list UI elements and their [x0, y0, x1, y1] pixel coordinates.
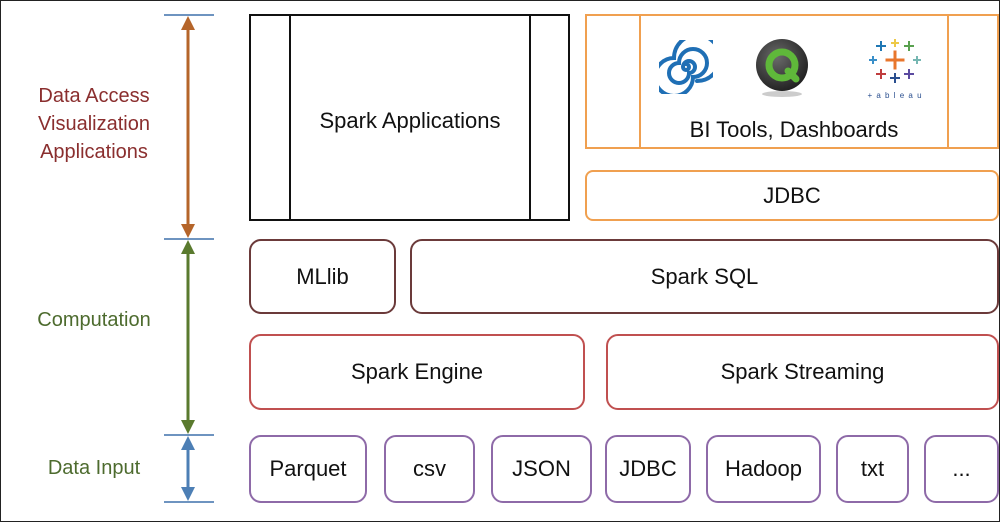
- layer-ticks: [164, 14, 214, 503]
- input-label: txt: [860, 456, 885, 481]
- layer-label-data-input: Data Input: [47, 457, 141, 479]
- layer-label-computation: Computation: [37, 309, 151, 331]
- bi-tools-label: BI Tools, Dashboards: [689, 117, 899, 142]
- layer-label-line: Data Access: [38, 85, 150, 107]
- input-label: Parquet: [269, 456, 347, 481]
- tableau-wordmark: + a b l e a u: [867, 91, 923, 100]
- input-box-csv: csv: [384, 435, 475, 503]
- spark-applications-divider-right: [529, 16, 531, 219]
- input-box-parquet: Parquet: [249, 435, 367, 503]
- computation-arrow: [181, 240, 195, 434]
- mllib-box: MLlib: [249, 239, 396, 314]
- spark-applications-label: Spark Applications: [319, 108, 501, 133]
- bi-tools-divider-left: [639, 16, 641, 147]
- layer-label-line: Visualization: [38, 113, 150, 135]
- input-box-hadoop: Hadoop: [706, 435, 821, 503]
- input-label: Hadoop: [724, 456, 803, 481]
- input-box-txt: txt: [836, 435, 909, 503]
- spark-streaming-label: Spark Streaming: [720, 359, 885, 384]
- input-box-jdbc: JDBC: [605, 435, 691, 503]
- layer-label-data-access: Data Access Visualization Applications: [8, 82, 180, 166]
- input-label: csv: [413, 456, 446, 481]
- jdbc-access-box: JDBC: [585, 170, 999, 221]
- mllib-label: MLlib: [296, 263, 349, 289]
- spark-sql-label: Spark SQL: [650, 263, 759, 289]
- tableau-logo-icon: + a b l e a u: [865, 38, 925, 100]
- bi-tools-divider-right: [947, 16, 949, 147]
- jdbc-access-label: JDBC: [763, 182, 821, 208]
- qlik-logo-icon: [751, 36, 813, 98]
- spark-applications-divider-left: [289, 16, 291, 219]
- input-arrow: [181, 436, 195, 501]
- bi-tools-box: + a b l e a u BI Tools, Dashboards: [585, 14, 999, 149]
- input-label: ...: [952, 456, 971, 481]
- spark-streaming-box: Spark Streaming: [606, 334, 999, 410]
- spiral-logo-icon: [653, 33, 722, 98]
- input-box-json: JSON: [491, 435, 592, 503]
- layer-label-line: Applications: [40, 141, 148, 163]
- spark-sql-box: Spark SQL: [410, 239, 999, 314]
- input-label: JSON: [512, 456, 571, 481]
- input-label: JDBC: [619, 456, 677, 481]
- access-arrow: [181, 16, 195, 238]
- spark-engine-label: Spark Engine: [350, 359, 484, 384]
- input-box-more: ...: [924, 435, 999, 503]
- spark-engine-box: Spark Engine: [249, 334, 585, 410]
- spark-applications-box: Spark Applications: [249, 14, 570, 221]
